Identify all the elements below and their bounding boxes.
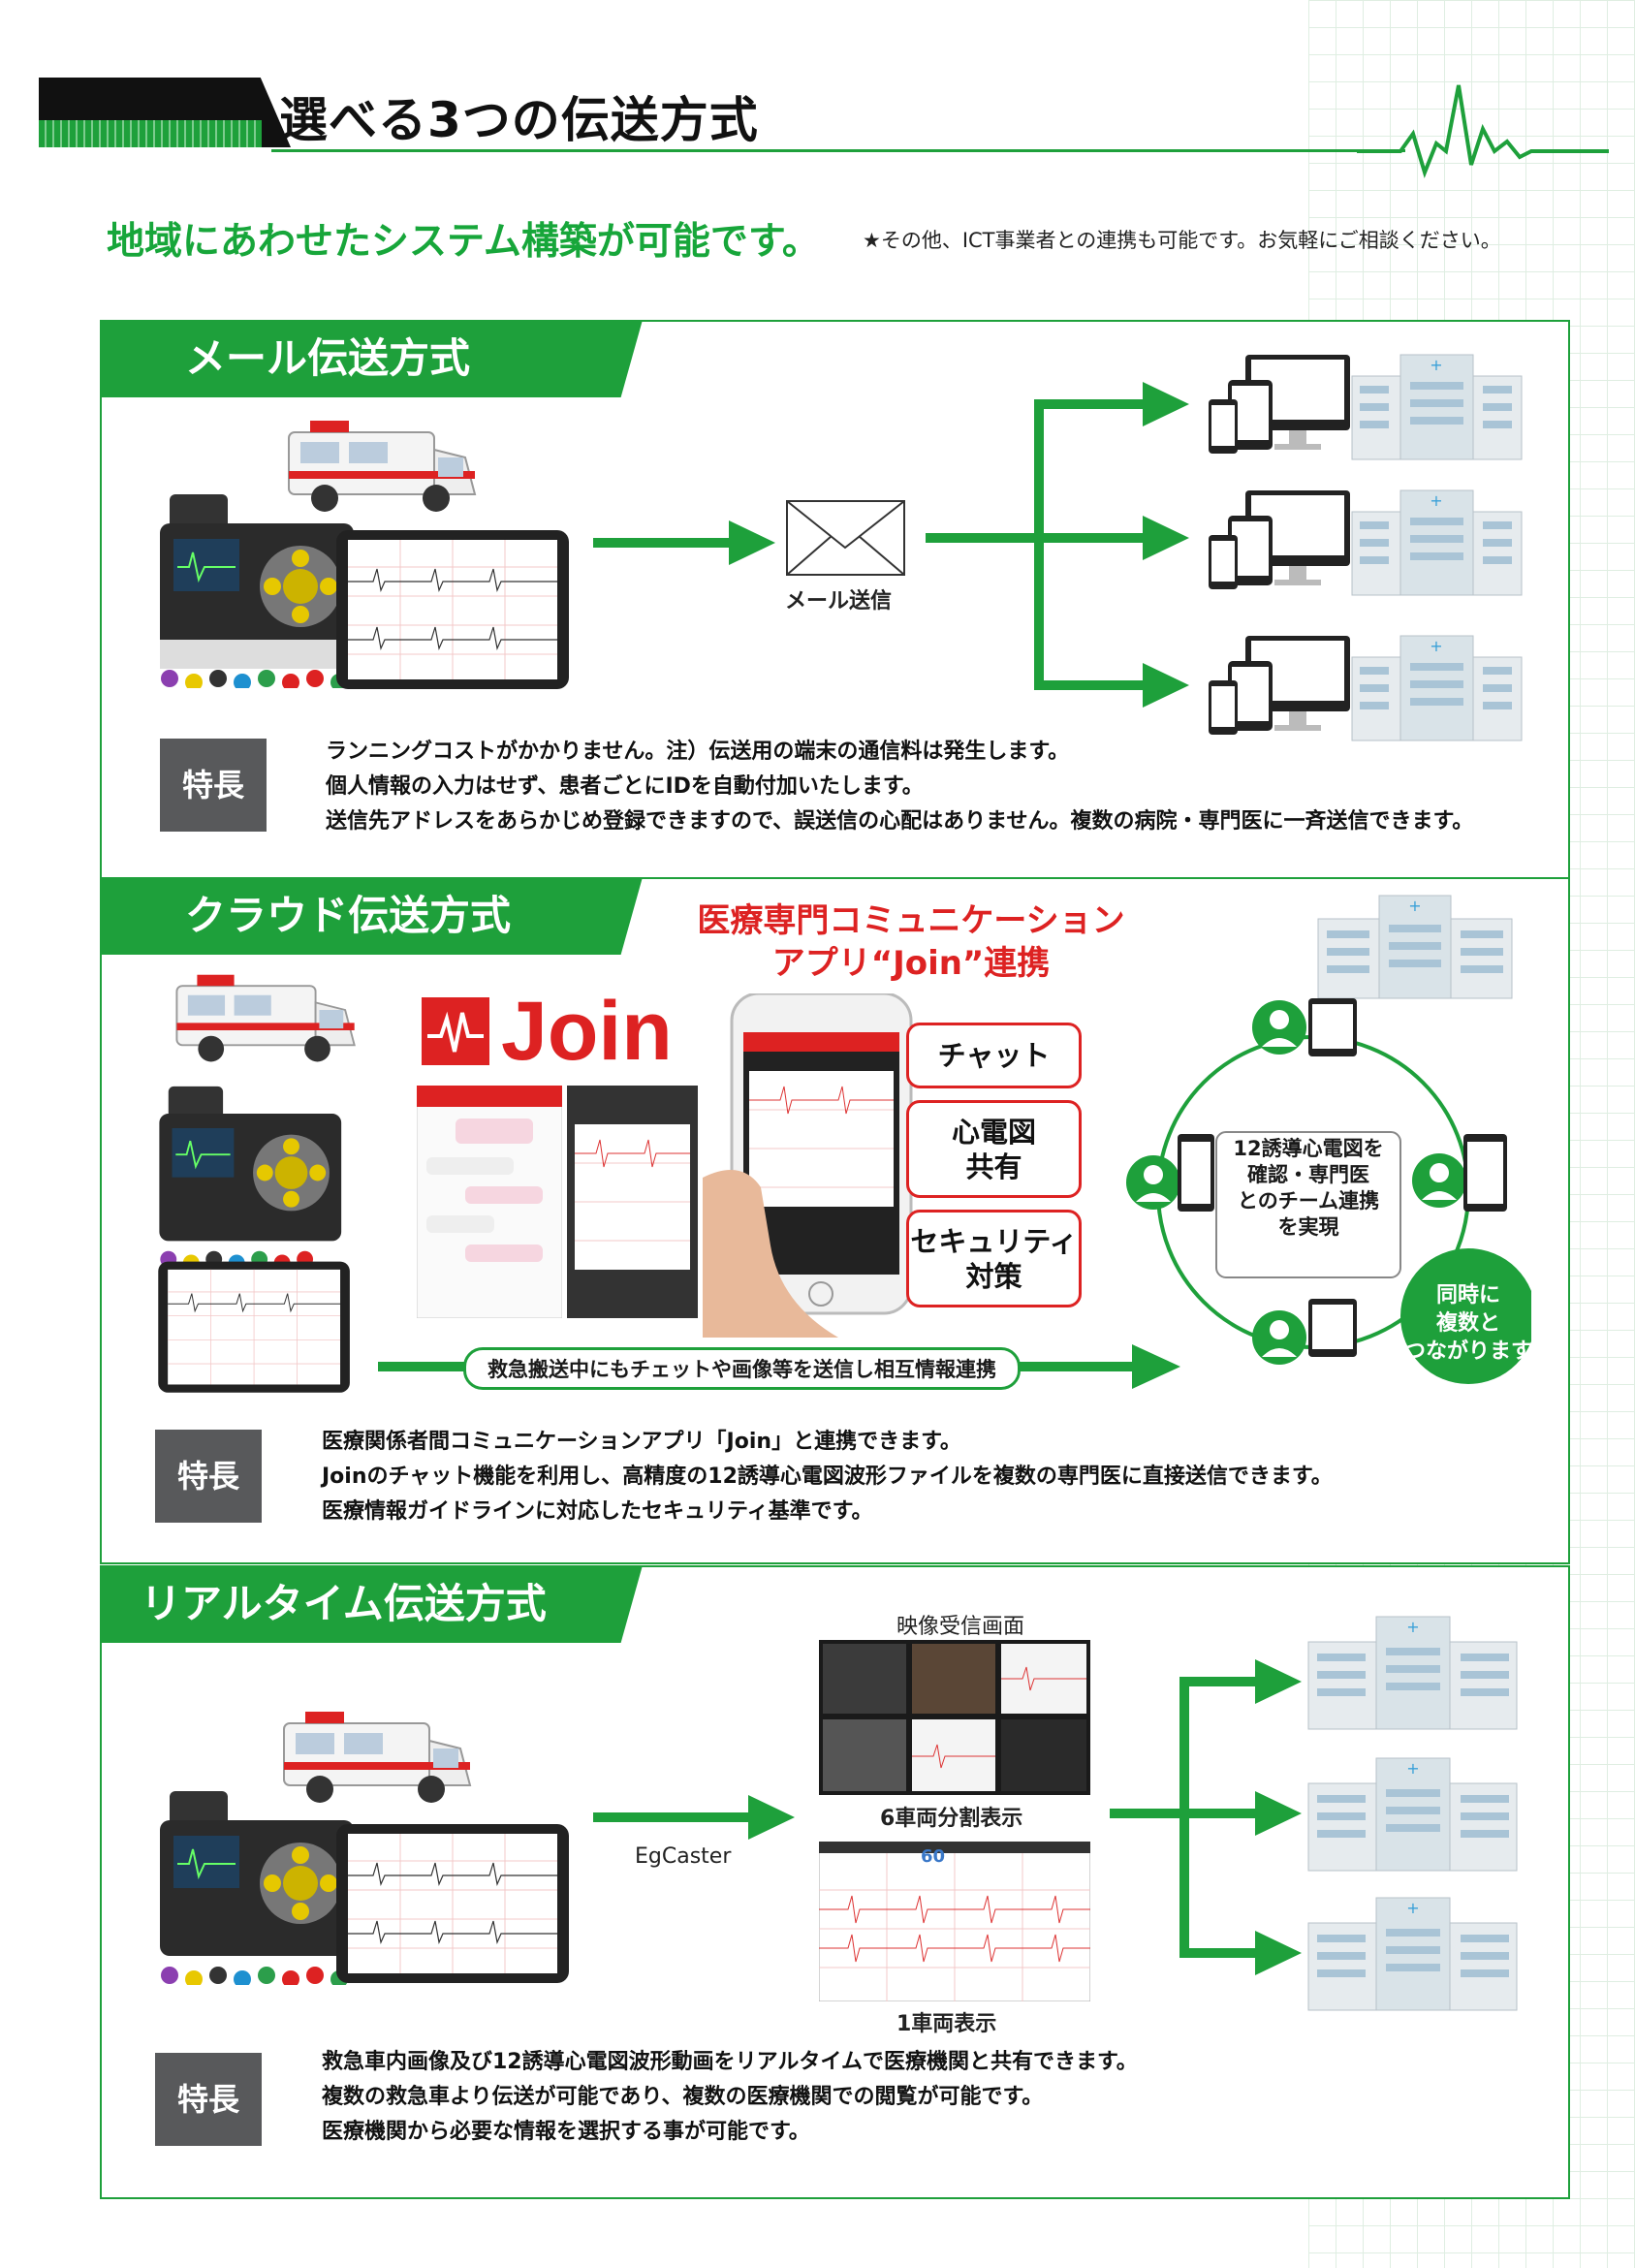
cloud-feature-badge: 特長: [155, 1430, 262, 1523]
cloud-feature-2: Joinのチャット機能を利用し、高精度の12誘導心電図波形ファイルを複数の専門医…: [322, 1465, 1333, 1489]
hospital-image-top: +: [1317, 895, 1513, 999]
ambulance-image-3: [283, 1712, 472, 1803]
mail-section-title: メール伝送方式: [100, 320, 643, 397]
cloud-arrow-label: 救急搬送中にもチェットや画像等を送信し相互情報連携: [463, 1347, 1021, 1390]
join-heading: 医療専門コミュニケーション アプリ“Join”連携: [678, 899, 1144, 985]
realtime-branch-arrows: [1110, 1659, 1302, 1975]
tablet-image-3: [336, 1824, 569, 1983]
single-view-label: 1車両表示: [896, 2012, 997, 2036]
heart-rate-value: 60: [921, 1846, 946, 1867]
svg-text:+: +: [1430, 637, 1442, 655]
subtitle: 地域にあわせたシステム構築が可能です。: [107, 220, 820, 264]
header-bar: 選べる3つの伝送方式: [39, 76, 1609, 179]
svg-text:+: +: [1430, 491, 1442, 510]
six-split-screen-image: [819, 1640, 1090, 1795]
join-ecg-screenshot: [567, 1086, 698, 1318]
svg-text:+: +: [1430, 356, 1442, 374]
ecg-device-image: [160, 494, 354, 688]
six-split-label: 6車両分割表示: [880, 1807, 1023, 1831]
envelope-label: メール送信: [785, 589, 893, 614]
header-note: ★その他、ICT事業者との連携も可能です。お気軽にご相談ください。: [863, 229, 1501, 252]
mail-feature-2: 個人情報の入力はせず、患者ごとにIDを自動付加いたします。: [326, 774, 924, 799]
ecg-device-image-3: [160, 1791, 354, 1985]
team-network-diagram: [1126, 998, 1531, 1384]
egcaster-label: EgCaster: [635, 1844, 732, 1869]
hospital-devices-2: +: [1209, 489, 1523, 596]
doctor-icons: [1126, 1000, 1466, 1365]
single-view-screen-image: [819, 1842, 1090, 2001]
realtime-section-title: リアルタイム伝送方式: [100, 1565, 643, 1643]
cloud-feature-list: 医療関係者間コミュニケーションアプリ「Join」と連携できます。 Joinのチャ…: [322, 1425, 1333, 1529]
join-chat-screenshot: [417, 1086, 562, 1318]
cloud-section-title: クラウド伝送方式: [100, 877, 643, 955]
hospital-image-r2: +: [1307, 1757, 1518, 1872]
cloud-feature-3: 医療情報ガイドラインに対応したセキュリティ基準です。: [322, 1499, 873, 1524]
mail-feature-1: ランニングコストがかかりません。注）伝送用の端末の通信料は発生します。: [326, 740, 1070, 764]
ecg-device-image-2: [159, 1086, 342, 1270]
mail-branch-arrows: [926, 382, 1189, 708]
join-heading-line2: アプリ“Join”連携: [771, 944, 1051, 983]
hospital-image-r1: +: [1307, 1616, 1518, 1730]
ambulance-image-2: [175, 974, 356, 1062]
screen-label: 映像受信画面: [896, 1615, 1025, 1639]
mail-arrow-1: [593, 520, 775, 565]
envelope-icon: [786, 500, 905, 576]
realtime-feature-badge: 特長: [155, 2053, 262, 2146]
pill-chat: チャット: [906, 1023, 1082, 1088]
ambulance-image: [288, 421, 477, 512]
realtime-feature-1: 救急車内画像及び12誘導心電図波形動画をリアルタイムで医療機関と共有できます。: [322, 2050, 1138, 2074]
join-logo: Join: [422, 985, 673, 1078]
realtime-feature-2: 複数の救急車より伝送が可能であり、複数の医療機関での閲覧が可能です。: [322, 2085, 1044, 2109]
hospital-devices-1: +: [1209, 354, 1523, 460]
pill-ecg-share: 心電図 共有: [906, 1100, 1082, 1198]
join-logo-text: Join: [501, 985, 673, 1078]
cloud-feature-1: 医療関係者間コミュニケーションアプリ「Join」と連携できます。: [322, 1430, 961, 1454]
realtime-feature-list: 救急車内画像及び12誘導心電図波形動画をリアルタイムで医療機関と共有できます。 …: [322, 2045, 1138, 2150]
ecg-wave-icon: [1357, 84, 1609, 179]
hospital-devices-3: +: [1209, 635, 1523, 741]
svg-text:+: +: [1408, 897, 1421, 915]
pill-security: セキュリティ 対策: [906, 1210, 1082, 1307]
hospital-image-r3: +: [1307, 1897, 1518, 2011]
tablet-image: [336, 530, 569, 689]
network-center-text: 12誘導心電図を 確認・専門医 とのチーム連携 を実現: [1233, 1137, 1384, 1239]
join-logo-icon: [422, 997, 489, 1065]
smartphone-hand-image: [703, 993, 913, 1338]
header-green-stripe: [39, 120, 262, 147]
svg-text:+: +: [1406, 1618, 1419, 1636]
header-underline: [271, 149, 1405, 152]
svg-text:+: +: [1406, 1899, 1419, 1917]
page-title: 選べる3つの伝送方式: [279, 92, 759, 148]
mail-feature-3: 送信先アドレスをあらかじめ登録できますので、誤送信の心配はありません。複数の病院…: [326, 809, 1474, 834]
mail-feature-badge: 特長: [160, 739, 267, 832]
green-circle-text: 同時に 複数と つながります: [1403, 1283, 1532, 1364]
join-heading-line1: 医療専門コミュニケーション: [697, 901, 1125, 940]
mail-feature-list: ランニングコストがかかりません。注）伝送用の端末の通信料は発生します。 個人情報…: [326, 735, 1473, 839]
svg-text:+: +: [1406, 1759, 1419, 1778]
tablet-image-2: [158, 1261, 350, 1393]
realtime-arrow-1: [593, 1795, 795, 1840]
realtime-feature-3: 医療機関から必要な情報を選択する事が可能です。: [322, 2120, 810, 2144]
